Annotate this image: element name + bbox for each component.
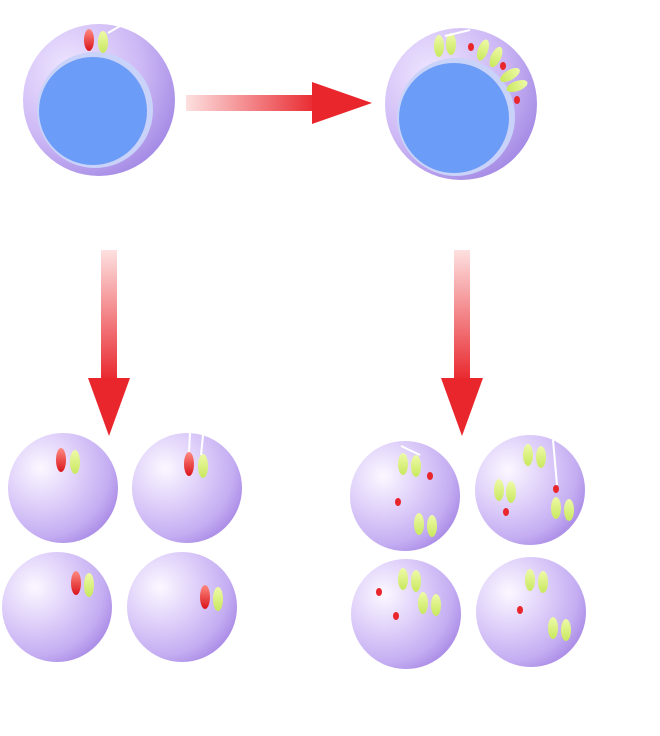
green-marker [506,79,528,93]
chromosome-markers [434,29,528,104]
green-marker [525,569,535,591]
green-marker [70,450,80,474]
daughter-cell [351,559,461,669]
arrow-head [441,378,483,436]
parent-cell-left [23,24,175,176]
red-marker [517,606,523,614]
green-marker [561,619,571,641]
nucleus [399,63,509,173]
arrow-head [88,378,130,436]
red-marker [553,485,559,493]
daughter-cell [475,435,585,545]
green-marker [398,568,408,590]
green-marker [500,68,520,82]
green-marker [506,481,516,503]
green-marker [434,35,444,57]
cell-body [132,433,242,543]
cell-body [351,559,461,669]
green-marker [446,33,456,55]
arrow-head [312,82,372,124]
green-marker [564,499,574,521]
red-marker [200,585,210,609]
red-marker [376,588,382,596]
spindle-fiber [400,445,421,456]
daughter-cell [127,552,237,662]
red-marker [468,43,474,51]
red-marker [503,508,509,516]
daughter-cell [350,441,460,551]
spindle-fiber [444,29,471,37]
green-marker [411,455,421,477]
green-marker [98,31,108,53]
chromosome-markers [84,25,121,53]
green-marker [548,617,558,639]
green-marker [414,513,424,535]
red-marker [393,612,399,620]
green-marker [84,573,94,597]
arrow-down-left [88,250,130,436]
arrow-shaft [186,95,318,111]
red-marker [500,62,506,70]
daughter-cell [132,432,242,543]
red-marker [71,571,81,595]
green-marker [418,592,428,614]
spindle-fiber [188,432,191,453]
daughter-cell [2,552,112,662]
red-marker [427,472,433,480]
daughter-cell [476,557,586,667]
cell-body [127,552,237,662]
green-marker [411,570,421,592]
daughter-group-left [2,432,242,662]
green-marker [398,453,408,475]
arrow-shaft [454,250,470,382]
green-marker [538,571,548,593]
spindle-fiber [200,434,204,456]
spindle-fiber [107,25,121,34]
green-marker [213,587,223,611]
green-marker [198,454,208,478]
arrow-down-right [441,250,483,436]
red-marker [56,448,66,472]
daughter-cell [8,433,118,543]
arrow-right [186,82,372,124]
red-marker [514,96,520,104]
nucleus [39,57,147,165]
green-marker [431,594,441,616]
red-marker [395,498,401,506]
red-marker [184,452,194,476]
green-marker [494,479,504,501]
cell-body [2,552,112,662]
arrow-shaft [101,250,117,382]
cell-body [8,433,118,543]
green-marker [427,515,437,537]
green-marker [489,46,503,68]
green-marker [551,497,561,519]
parent-cell-right [385,28,537,180]
spindle-fiber [552,439,558,486]
green-marker [476,39,490,61]
green-marker [536,446,546,468]
daughter-group-right [350,435,586,669]
red-marker [84,29,94,51]
cell-body [476,557,586,667]
green-marker [523,444,533,466]
